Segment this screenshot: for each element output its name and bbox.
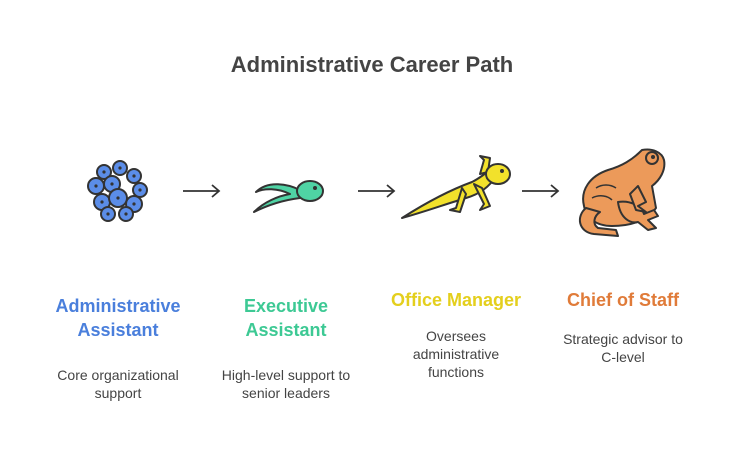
frog-icon — [578, 148, 666, 237]
right-arrow-icon — [183, 184, 221, 198]
stage-4-title: Chief of Staff — [543, 288, 703, 312]
stage-4-description-line-2: C-level — [601, 349, 645, 365]
froglet-icon — [401, 155, 511, 219]
stage-1-description-line-1: Core organizational — [57, 367, 179, 383]
stage-2-title-line-2: Assistant — [245, 320, 327, 340]
stage-1-title: Administrative Assistant — [38, 294, 198, 342]
stage-2-title: Executive Assistant — [206, 294, 366, 342]
tadpole-icon — [253, 180, 324, 213]
stage-2-description: High-level support to senior leaders — [206, 366, 366, 402]
stage-3-description-line-1: Oversees — [426, 328, 486, 344]
diagram-title: Administrative Career Path — [230, 52, 514, 77]
stage-3-description-line-3: functions — [427, 364, 485, 380]
stage-1-title-line-2: Assistant — [77, 320, 159, 340]
stage-4-description: Strategic advisor to C-level — [543, 330, 703, 366]
stage-1-description: Core organizational support — [38, 366, 198, 402]
stage-3-title-line-1: Office Manager — [390, 290, 522, 310]
stage-2-title-line-1: Executive — [243, 296, 329, 316]
stage-4-description-line-1: Strategic advisor to — [563, 331, 683, 347]
stage-4-title-line-1: Chief of Staff — [567, 290, 679, 310]
stage-2-description-line-2: senior leaders — [242, 385, 330, 401]
stage-3-description-line-2: administrative — [412, 346, 500, 362]
stage-1-description-line-2: support — [94, 385, 142, 401]
frog-eggs-icon — [87, 160, 148, 222]
stage-1-title-line-1: Administrative — [55, 296, 181, 316]
stage-3-description: Oversees administrative functions — [376, 327, 536, 381]
stage-3-title: Office Manager — [376, 288, 536, 312]
stage-2-description-line-1: High-level support to — [221, 367, 351, 383]
right-arrow-icon — [522, 184, 560, 198]
right-arrow-icon — [358, 184, 396, 198]
